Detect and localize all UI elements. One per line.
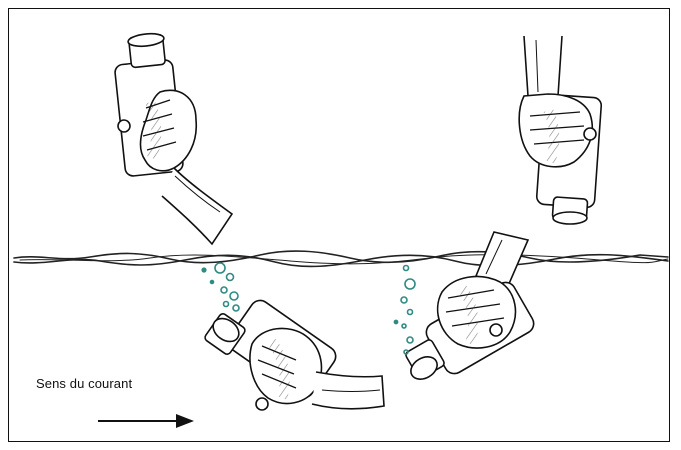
right-arrow-icon: [98, 414, 194, 428]
bottle-hand-top-left: [114, 32, 232, 244]
current-direction-label: Sens du courant: [36, 376, 132, 391]
bubbles-left: [202, 263, 239, 311]
bottle-hand-submerged-left: [204, 297, 384, 410]
bubbles-right: [394, 266, 415, 355]
bottle-hand-top-right: [519, 36, 602, 224]
water-surface: [14, 251, 668, 266]
